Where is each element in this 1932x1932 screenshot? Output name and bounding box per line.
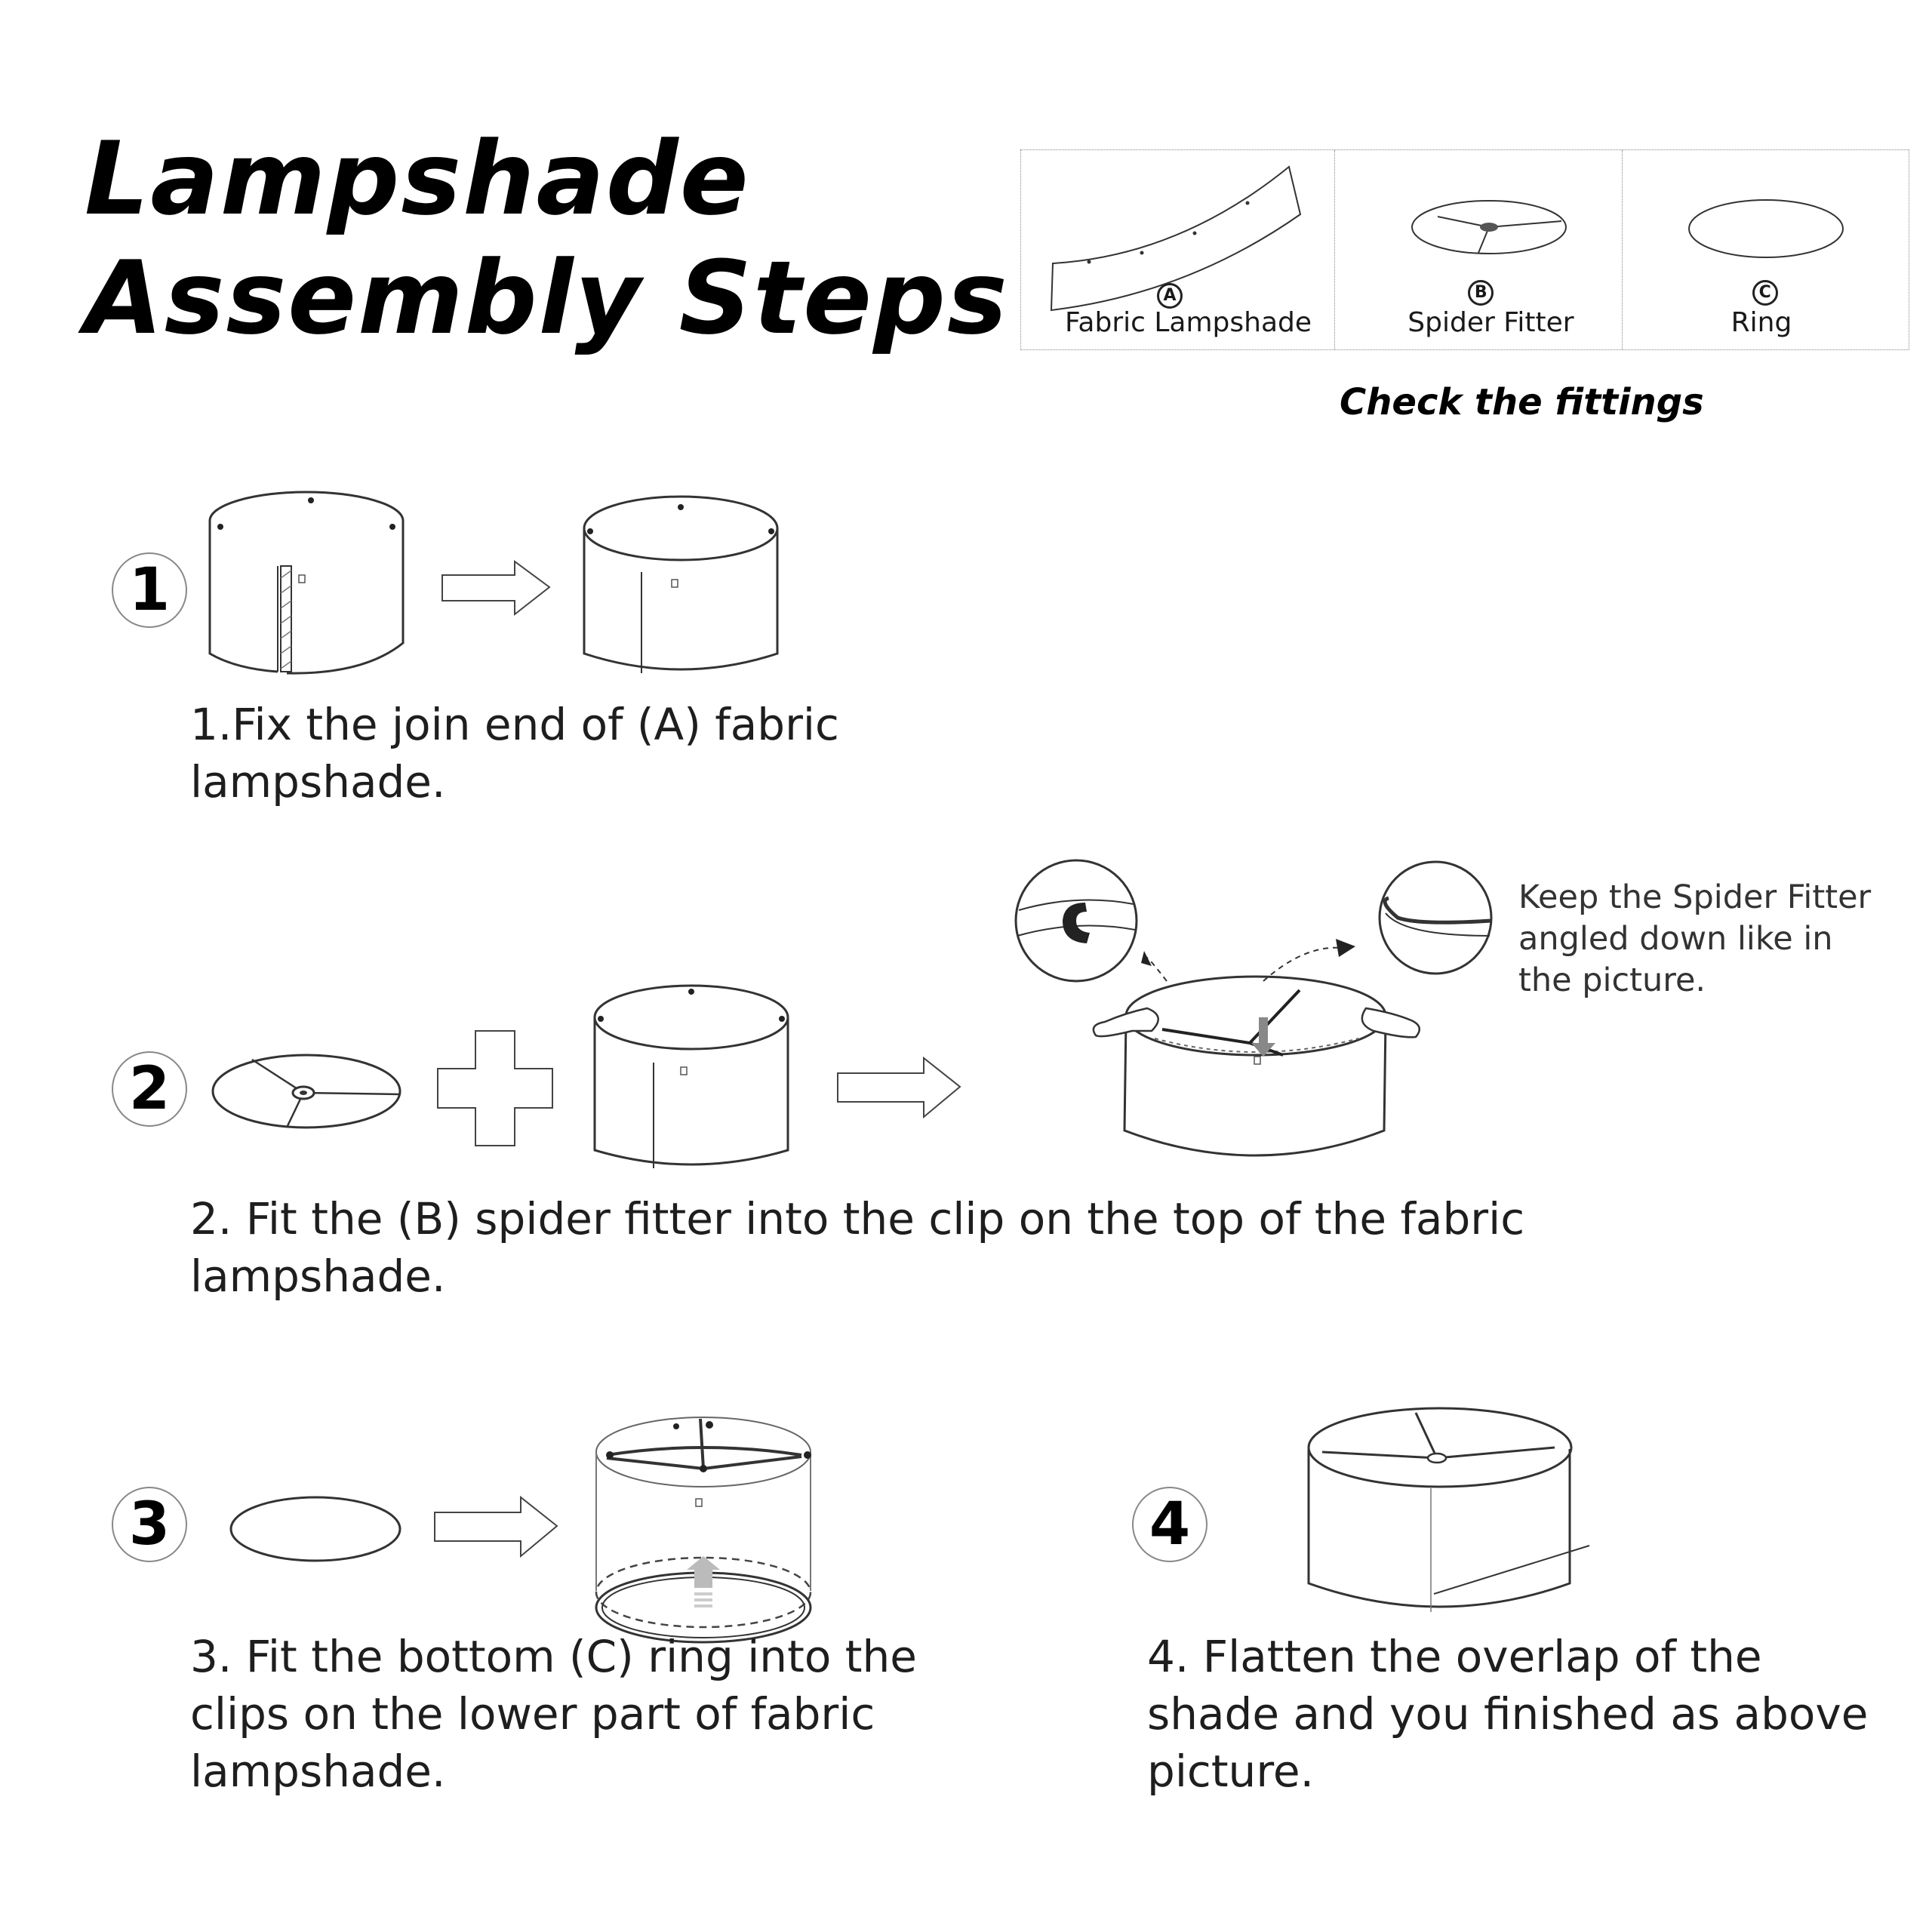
fitting-label: Ring (1730, 307, 1792, 338)
closed-lampshade-drawing-2 (590, 981, 794, 1171)
ring-icon (1687, 199, 1844, 258)
fittings-panel: A Fabric Lampshade B Spider Fitter C Rin… (1020, 149, 1909, 350)
fitting-label: Spider Fitter (1407, 307, 1574, 338)
open-lampshade-drawing (205, 489, 409, 678)
fitting-letter: B (1468, 280, 1494, 306)
plus-sign (436, 1029, 554, 1147)
step2-arrow (836, 1055, 963, 1120)
step-1-instruction: 1.Fix the join end of (A) fabric lampsha… (190, 699, 839, 808)
fitting-fabric-lampshade: A Fabric Lampshade (1021, 150, 1336, 349)
fitting-letter: A (1157, 283, 1183, 309)
ring-install-drawing (587, 1410, 821, 1650)
finished-lampshade-drawing (1301, 1404, 1603, 1630)
step-2-instruction: 2. Fit the (B) spider fitter into the cl… (190, 1193, 1525, 1302)
fitting-letter: C (1752, 280, 1778, 306)
step1-arrow (441, 558, 554, 619)
step-3-instruction: 3. Fit the bottom (C) ring into the clip… (190, 1631, 917, 1797)
step3-arrow (433, 1494, 560, 1559)
step-number-1: 1 (112, 552, 187, 628)
ring-drawing (228, 1494, 405, 1564)
spider-fitter-icon (1411, 200, 1567, 254)
fabric-strip-icon (1050, 165, 1302, 312)
step-number-2: 2 (112, 1051, 187, 1127)
step-number-3: 3 (112, 1487, 187, 1562)
step-4-instruction: 4. Flatten the overlap of the shade and … (1147, 1631, 1869, 1797)
spider-fitter-drawing (208, 1051, 406, 1134)
fitting-label: Fabric Lampshade (1065, 307, 1312, 338)
closed-lampshade-drawing (580, 492, 783, 682)
fittings-caption: Check the fittings (1340, 381, 1704, 423)
spider-fitter-note: Keep the Spider Fitter angled down like … (1518, 878, 1872, 999)
fitting-spider-fitter: B Spider Fitter (1335, 150, 1623, 349)
fitting-ring: C Ring (1623, 150, 1909, 349)
page-title-line2: Assembly Steps (85, 239, 1009, 357)
step-number-4: 4 (1132, 1487, 1208, 1562)
spider-fitter-install-drawing (1011, 857, 1494, 1186)
page-title-line1: Lampshade (85, 120, 750, 238)
